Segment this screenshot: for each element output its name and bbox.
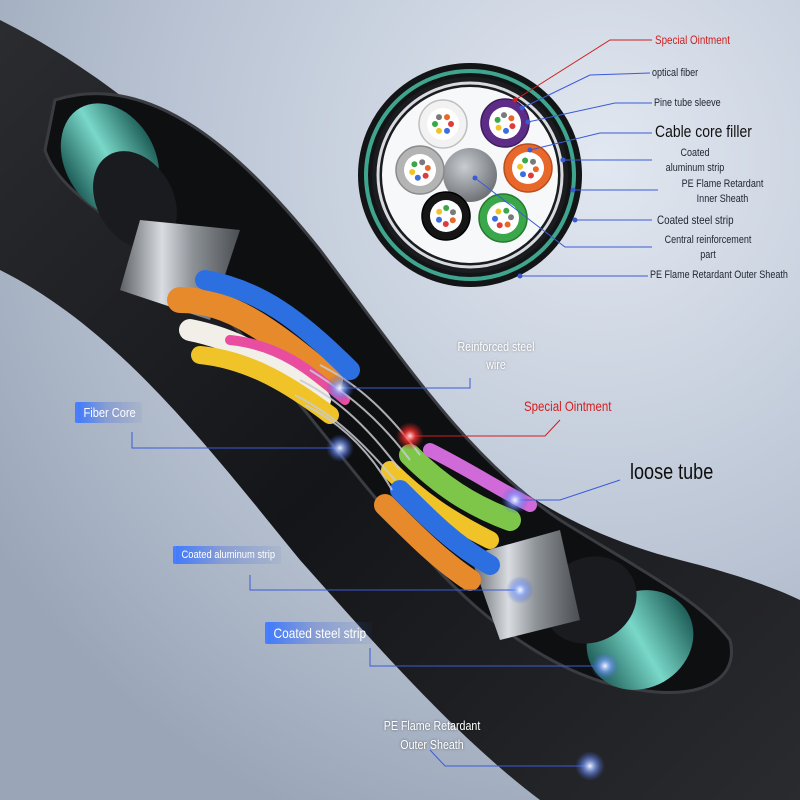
- leader-central-reinforcement: [474, 177, 652, 248]
- optical-fiber-dot: [494, 116, 501, 123]
- dot-optical-fiber: [519, 105, 525, 111]
- optical-fiber-dot: [520, 171, 526, 178]
- central-reinforcement-hub: [443, 148, 497, 202]
- optical-fiber-dot: [495, 208, 502, 215]
- label-coated-aluminum-strip: Coated aluminum strip: [665, 147, 725, 174]
- dot-outer-sheath: [517, 273, 523, 279]
- loose-tube-section: [418, 99, 468, 149]
- optical-fiber-dot: [492, 215, 498, 222]
- label-pe-outer-sheath: PE Flame Retardant Outer Sheath: [650, 269, 788, 281]
- leader-fiber-core: [131, 432, 340, 449]
- leader-cable-special-ointment: [410, 419, 561, 437]
- optical-fiber-dot: [517, 163, 524, 170]
- leader-loose-tube: [515, 479, 621, 501]
- optical-fiber-dot: [436, 208, 443, 215]
- label-coated-steel-strip: Coated steel strip: [657, 213, 734, 227]
- tag-fiber-core: Fiber Core: [75, 402, 142, 423]
- optical-fiber-dot: [422, 172, 429, 179]
- optical-fiber-dot: [443, 205, 450, 211]
- cable-leaders: [131, 374, 621, 781]
- leader-special-ointment: [514, 39, 652, 101]
- optical-fiber-dot: [414, 174, 421, 181]
- optical-fiber-dot: [522, 157, 529, 164]
- optical-fiber-dot: [436, 127, 442, 134]
- optical-fiber-dot: [530, 158, 536, 165]
- optical-fiber-dot: [424, 165, 431, 171]
- dot-inner-sheath: [570, 187, 576, 193]
- marker-outer-sheath: [575, 751, 605, 781]
- optical-fiber-dot: [419, 159, 426, 166]
- optical-fiber-dot: [442, 221, 449, 227]
- optical-fiber-dot: [444, 114, 450, 121]
- optical-fiber-dot: [495, 124, 502, 131]
- label-optical-fiber: optical fiber: [652, 67, 699, 79]
- loose-tube-section: [478, 193, 528, 243]
- leader-outer-sheath-cable: [429, 749, 590, 767]
- reinforced-steel-wire-strands: [294, 364, 421, 491]
- label-pe-inner-sheath: PE Flame Retardant Inner Sheath: [681, 178, 764, 205]
- optical-fiber-dot: [411, 161, 418, 168]
- marker-loose-tube: [501, 486, 529, 514]
- loose-tube-section: [395, 145, 445, 195]
- leader-aluminum-strip-cable: [249, 575, 520, 591]
- optical-fiber-dot: [503, 207, 510, 214]
- marker-steel-strip: [591, 652, 619, 680]
- dot-pine-tube: [525, 119, 531, 125]
- loose-tube-section: [480, 98, 530, 148]
- cross-section-leaders: [472, 39, 658, 279]
- optical-fiber-dot: [532, 166, 539, 173]
- dot-steel-strip: [572, 217, 578, 223]
- leader-steel-strip-cable: [369, 648, 605, 667]
- optical-fiber-dot: [527, 172, 534, 179]
- label-special-ointment: Special Ointment: [655, 33, 730, 47]
- cross-section-aluminum-ring: [376, 81, 564, 269]
- label-cable-core-filler: Cable core filler: [655, 122, 752, 141]
- optical-fiber-dot: [508, 214, 514, 221]
- leader-cable-core-filler: [529, 132, 652, 151]
- cross-section: [358, 63, 582, 287]
- optical-fiber-dot: [501, 112, 507, 119]
- marker-fiber-core: [326, 434, 354, 462]
- cross-section-tubes: [395, 98, 553, 243]
- optical-fiber-dot: [448, 121, 454, 127]
- optical-fiber-dot: [508, 115, 515, 122]
- optical-fiber-dot: [436, 216, 442, 223]
- cable-body: [0, 20, 800, 800]
- loose-tube-bundle-bottom: [374, 443, 537, 591]
- dot-aluminum: [560, 157, 566, 163]
- optical-fiber-dot: [503, 127, 509, 134]
- optical-fiber-dot: [504, 221, 511, 228]
- optical-fiber-dot: [449, 217, 456, 224]
- loose-tube-section: [421, 191, 471, 241]
- optical-fiber-dot: [444, 127, 450, 134]
- dot-special-ointment: [512, 97, 518, 103]
- marker-steel-wire: [326, 374, 354, 402]
- optical-fiber-dot: [409, 169, 416, 175]
- dot-filler: [527, 147, 533, 153]
- marker-aluminum-strip: [506, 576, 534, 604]
- label-cable-pe-outer-sheath: PE Flame Retardant Outer Sheath: [383, 718, 481, 752]
- label-loose-tube: loose tube: [630, 459, 714, 484]
- optical-fiber-dot: [509, 123, 516, 130]
- optical-fiber-dot: [436, 114, 442, 121]
- leader-optical-fiber: [521, 72, 651, 109]
- label-pine-tube-sleeve: Pine tube sleeve: [654, 97, 721, 109]
- marker-special-ointment: [396, 422, 424, 450]
- optical-fiber-dot: [496, 222, 503, 229]
- tag-coated-aluminum-strip: Coated aluminum strip: [173, 546, 282, 564]
- label-central-reinforcement: Central reinforcement part: [664, 234, 752, 261]
- optical-fiber-dot: [450, 209, 456, 216]
- leader-pine-tube: [527, 102, 652, 123]
- leader-reinforced-steel-wire: [340, 378, 471, 389]
- cross-section-steel-strip-ring: [364, 69, 576, 281]
- tag-coated-steel-strip: Coated steel strip: [265, 622, 373, 644]
- label-cable-special-ointment: Special Ointment: [524, 398, 612, 414]
- dot-central: [472, 175, 478, 181]
- optical-fiber-dot: [432, 121, 438, 127]
- label-reinforced-steel-wire: Reinforced steel wire: [457, 339, 535, 372]
- loose-tube-section: [503, 143, 553, 193]
- loose-tube-bundle-top: [167, 270, 360, 424]
